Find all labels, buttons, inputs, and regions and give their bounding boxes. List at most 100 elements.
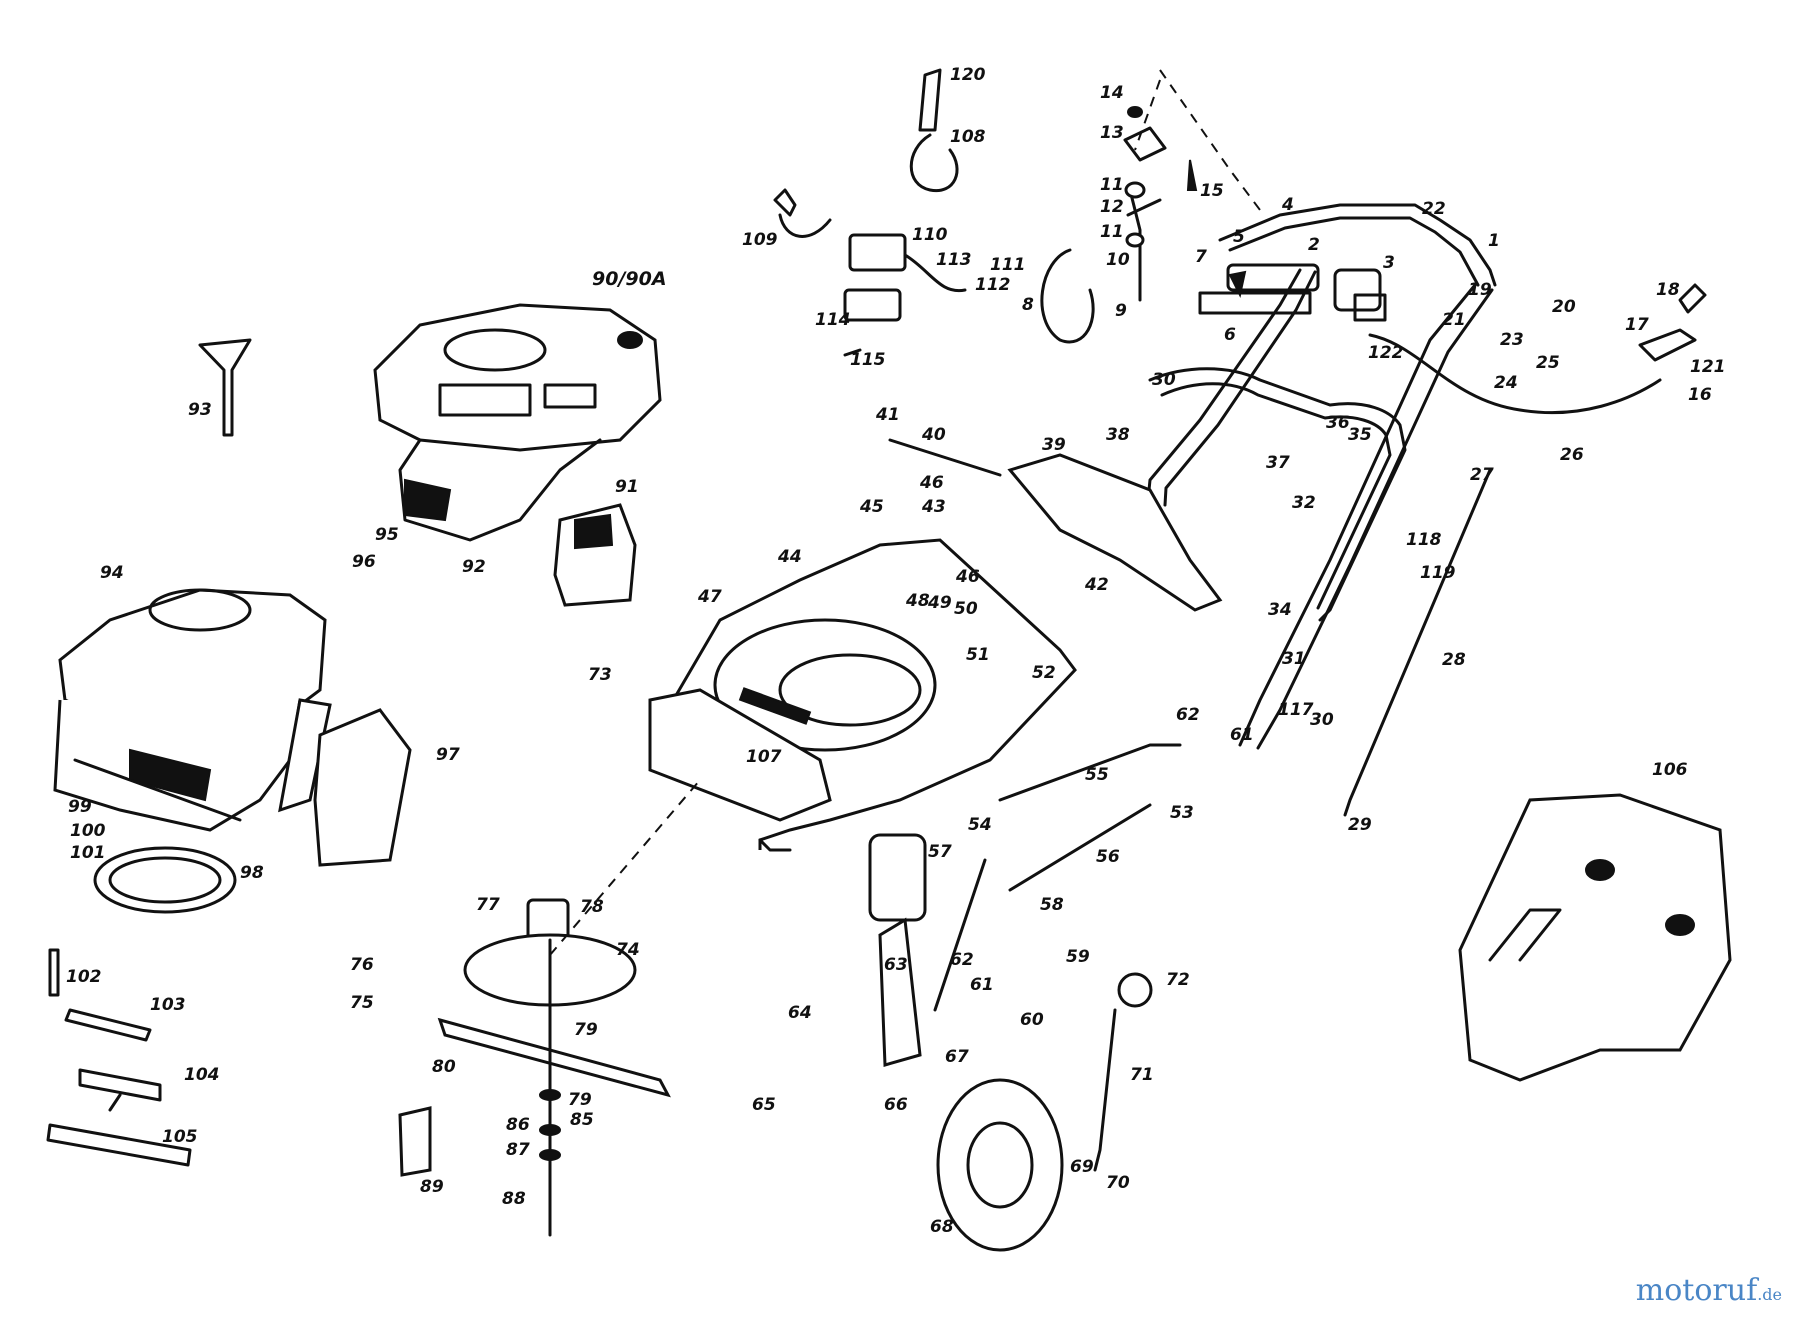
pivot-rod-40 <box>888 438 1002 477</box>
part-number-label: 114 <box>815 310 851 330</box>
part-number-label: 66 <box>884 1095 908 1115</box>
part-number-label: 110 <box>912 225 948 245</box>
part-number-label: 50 <box>954 599 978 619</box>
part-number-label: 20 <box>1552 297 1576 317</box>
height-lever-71 <box>1093 1008 1117 1172</box>
part-number-label: 74 <box>616 940 640 960</box>
part-number-label: 30 <box>1152 370 1176 390</box>
wheel-hub <box>966 1121 1034 1209</box>
part-number-label: 92 <box>462 557 486 577</box>
part-number-label: 27 <box>1470 465 1494 485</box>
part-number-label: 14 <box>1100 83 1124 103</box>
part-number-label: 25 <box>1536 353 1560 373</box>
part-number-label: 64 <box>788 1003 812 1023</box>
part-number-label: 56 <box>1096 847 1120 867</box>
part-number-label: 79 <box>568 1090 592 1110</box>
parts-drawing <box>46 68 1732 1252</box>
part-number-label: 79 <box>574 1020 598 1040</box>
part-number-label: 62 <box>950 950 974 970</box>
air-filter-ring-inner <box>108 856 222 904</box>
part-number-label: 115 <box>850 350 886 370</box>
part-number-label: 13 <box>1100 123 1124 143</box>
part-number-label: 103 <box>150 995 186 1015</box>
lever-knob-72 <box>1117 972 1153 1008</box>
part-number-label: 117 <box>1278 700 1314 720</box>
grass-bag-vent <box>1585 859 1615 881</box>
part-number-label: 37 <box>1266 453 1290 473</box>
part-number-label: 49 <box>927 593 952 613</box>
part-number-label: 76 <box>350 955 374 975</box>
part-number-label: 31 <box>1282 649 1306 669</box>
blade-assembly <box>398 779 701 1237</box>
part-number-label: 32 <box>1292 493 1316 513</box>
part-number-label: 87 <box>506 1140 530 1160</box>
part-number-label: 59 <box>1066 947 1090 967</box>
part-number-label: 73 <box>588 665 612 685</box>
watermark: motoruf.de <box>1636 1273 1782 1308</box>
grass-bag-106 <box>1458 793 1732 1082</box>
part-number-label: 22 <box>1422 199 1446 219</box>
part-number-label: 26 <box>1560 445 1584 465</box>
bolt-102 <box>48 948 60 997</box>
part-number-label: 36 <box>1326 413 1350 433</box>
funnel <box>198 338 252 437</box>
part-number-label: 88 <box>502 1189 526 1209</box>
grass-bag-handle <box>1488 908 1562 962</box>
part-number-label: 77 <box>476 895 500 915</box>
part-number-label: 90/90A <box>592 268 667 290</box>
part-number-label: 48 <box>905 591 930 611</box>
part-number-label: 57 <box>928 842 952 862</box>
watermark-tld: .de <box>1757 1285 1782 1304</box>
part-number-label: 54 <box>968 815 992 835</box>
engine-cover-97 <box>313 708 412 867</box>
part-number-label: 91 <box>615 477 639 497</box>
part-number-label: 24 <box>1494 373 1518 393</box>
part-number-label: 112 <box>975 275 1011 295</box>
part-number-label: 97 <box>436 745 460 765</box>
part-number-label: 15 <box>1200 181 1224 201</box>
part-number-label: 78 <box>580 897 604 917</box>
part-number-label: 17 <box>1625 315 1649 335</box>
part-number-label: 11 <box>1100 175 1124 195</box>
part-number-label: 18 <box>1656 280 1680 300</box>
part-number-label: 8 <box>1022 295 1034 315</box>
part-number-label: 16 <box>1688 385 1712 405</box>
part-number-label: 51 <box>966 645 990 665</box>
part-number-label: 4 <box>1281 195 1294 215</box>
part-number-label: 67 <box>945 1047 969 1067</box>
part-number-label: 11 <box>1100 222 1124 242</box>
part-number-label: 85 <box>570 1110 594 1130</box>
part-number-label: 75 <box>350 993 374 1013</box>
part-number-label: 60 <box>1020 1010 1044 1030</box>
rear-flap-42 <box>1007 453 1223 612</box>
part-number-label: 89 <box>420 1177 444 1197</box>
part-number-label: 44 <box>777 547 802 567</box>
spark-plug-tool-104 <box>78 1068 162 1112</box>
electrical-parts <box>773 68 967 357</box>
part-number-label: 39 <box>1042 435 1066 455</box>
part-number-label: 43 <box>921 497 946 517</box>
part-number-label: 30 <box>1310 710 1334 730</box>
axle-54 <box>933 858 987 1012</box>
handle-assembly <box>1146 203 1707 750</box>
rod-28 <box>1343 468 1492 817</box>
part-number-label: 120 <box>950 65 986 85</box>
part-number-label: 47 <box>697 587 722 607</box>
part-number-label: 94 <box>100 563 124 583</box>
part-number-label: 86 <box>506 1115 530 1135</box>
part-number-label: 38 <box>1106 425 1130 445</box>
part-number-label: 1 <box>1488 231 1500 251</box>
part-number-label: 69 <box>1070 1157 1094 1177</box>
part-number-label: 106 <box>1652 760 1688 780</box>
part-number-label: 104 <box>184 1065 220 1085</box>
part-number-label: 71 <box>1130 1065 1154 1085</box>
deck-housing <box>648 538 1077 852</box>
part-number-label: 23 <box>1500 330 1524 350</box>
part-number-label: 34 <box>1268 600 1292 620</box>
part-number-label: 46 <box>919 473 944 493</box>
part-number-label: 101 <box>70 843 106 863</box>
spring-56 <box>1008 803 1152 892</box>
part-number-label: 121 <box>1690 357 1726 377</box>
